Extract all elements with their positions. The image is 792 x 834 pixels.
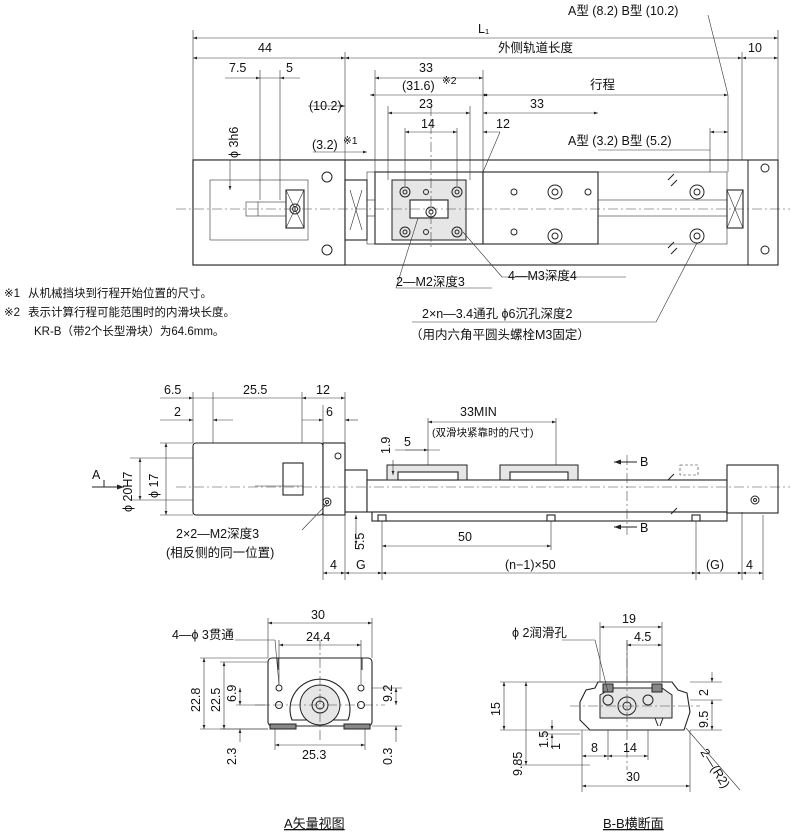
dim-9-2: 9.2 bbox=[381, 685, 395, 702]
label-l1: L₁ bbox=[478, 22, 489, 36]
dim-2-side: 2 bbox=[174, 405, 181, 419]
note2-mark: ※2 bbox=[442, 75, 457, 87]
view-a-title: A矢量视图 bbox=[284, 816, 345, 831]
callout-holes: 2×n—3.4通孔 ϕ6沉孔深度2 bbox=[422, 306, 573, 321]
callout-holes-note: （用内六角平圆头螺栓M3固定） bbox=[410, 327, 590, 342]
dim-5: 5 bbox=[286, 61, 293, 75]
dim-9-5: 9.5 bbox=[697, 711, 711, 728]
dim-4a: 4 bbox=[330, 558, 337, 572]
dim-12: 12 bbox=[496, 117, 510, 131]
callout-m2-depth: 2—M2深度3 bbox=[396, 274, 465, 289]
section-b-bottom: B bbox=[640, 521, 648, 535]
dim-phi20h7: ϕ 20H7 bbox=[121, 472, 135, 512]
note1-marker: ※1 bbox=[4, 288, 20, 300]
dim-6-side: 6 bbox=[326, 405, 333, 419]
dim-33b: 33 bbox=[530, 97, 544, 111]
dim-g2: (G) bbox=[706, 558, 724, 572]
section-bb bbox=[500, 622, 741, 792]
note1-mark: ※1 bbox=[343, 135, 358, 147]
side-view bbox=[92, 392, 790, 580]
dim-10-2: (10.2) bbox=[309, 99, 342, 113]
dim-33min-note: (双滑块紧靠时的尺寸) bbox=[432, 426, 534, 439]
labels: L₁ 外侧轨道长度 A型 (8.2) B型 (10.2) 行程 A型 (3.2)… bbox=[4, 4, 762, 831]
dim-22-8: 22.8 bbox=[189, 688, 203, 712]
note2-text: 表示计算行程可能范围时的内滑块长度。 bbox=[28, 305, 235, 319]
dim-22-5: 22.5 bbox=[209, 688, 223, 712]
dim-0-3: 0.3 bbox=[381, 748, 395, 765]
dim-19: 19 bbox=[622, 612, 636, 626]
dim-2-3: 2.3 bbox=[225, 748, 239, 765]
lube-hole-label: ϕ 2润滑孔 bbox=[512, 626, 567, 640]
dim-1-5: 1.5 bbox=[537, 731, 551, 748]
dim-phi17: ϕ 17 bbox=[147, 474, 161, 498]
dim-4b: 4 bbox=[746, 558, 753, 572]
dim-5-5: 5.5 bbox=[353, 533, 367, 550]
dim-31-6: (31.6) bbox=[402, 79, 435, 93]
section-bb-title: B-B横断面 bbox=[603, 816, 664, 831]
dim-pitch: (n−1)×50 bbox=[505, 558, 556, 572]
callout-m3-depth: 4—M3深度4 bbox=[508, 268, 577, 283]
dim-50: 50 bbox=[458, 530, 472, 544]
note1-text: 从机械挡块到行程开始位置的尺寸。 bbox=[28, 286, 212, 300]
arrow-a-label: A bbox=[92, 468, 101, 482]
dim-10: 10 bbox=[748, 41, 762, 55]
callout-side-note: (相反侧的同一位置) bbox=[166, 545, 274, 560]
dim-4-5: 4.5 bbox=[634, 630, 651, 644]
note3-text: KR-B（带2个长型滑块）为64.6mm。 bbox=[34, 324, 224, 338]
dim-30-a: 30 bbox=[311, 608, 325, 622]
dim-6-5: 6.5 bbox=[164, 383, 181, 397]
top-view bbox=[176, 14, 790, 323]
through-holes-label: 4—ϕ 3贯通 bbox=[172, 628, 234, 642]
dim-14-bb: 14 bbox=[623, 741, 637, 755]
note2-marker: ※2 bbox=[4, 307, 20, 319]
dim-33min: 33MIN bbox=[460, 405, 497, 419]
dim-30-bb: 30 bbox=[626, 770, 640, 784]
dim-44: 44 bbox=[258, 41, 272, 55]
dim-25-5: 25.5 bbox=[243, 383, 267, 397]
view-a bbox=[200, 618, 402, 750]
label-type-ab-mid: A型 (3.2) B型 (5.2) bbox=[568, 134, 672, 148]
dim-12-side: 12 bbox=[316, 383, 330, 397]
dim-3-2: (3.2) bbox=[312, 138, 338, 152]
label-outer-rail: 外侧轨道长度 bbox=[498, 40, 574, 55]
label-type-ab-top: A型 (8.2) B型 (10.2) bbox=[568, 4, 678, 18]
callout-side: 2×2—M2深度3 bbox=[176, 526, 259, 541]
dim-1-9: 1.9 bbox=[379, 437, 393, 454]
dim-14: 14 bbox=[421, 117, 435, 131]
label-stroke: 行程 bbox=[590, 77, 616, 92]
dim-24-4: 24.4 bbox=[306, 630, 330, 644]
dim-2-bb: 2 bbox=[697, 689, 711, 696]
dim-r2: 2—(R2) bbox=[697, 746, 732, 791]
dim-1: 1 bbox=[549, 743, 563, 750]
dim-25-3: 25.3 bbox=[302, 748, 326, 762]
dim-phi3h6: ϕ 3h6 bbox=[227, 127, 241, 158]
motor-block bbox=[192, 159, 346, 266]
dim-9-85: 9.85 bbox=[511, 752, 525, 776]
dim-8: 8 bbox=[591, 741, 598, 755]
dim-6-9: 6.9 bbox=[225, 685, 239, 702]
slider-block-2 bbox=[482, 171, 599, 245]
dim-5-side: 5 bbox=[404, 435, 411, 449]
dim-7-5: 7.5 bbox=[229, 61, 246, 75]
dim-33a: 33 bbox=[419, 61, 433, 75]
dim-g: G bbox=[356, 558, 366, 572]
section-b-top: B bbox=[640, 455, 648, 469]
dim-23: 23 bbox=[419, 97, 433, 111]
dim-15: 15 bbox=[489, 702, 503, 716]
